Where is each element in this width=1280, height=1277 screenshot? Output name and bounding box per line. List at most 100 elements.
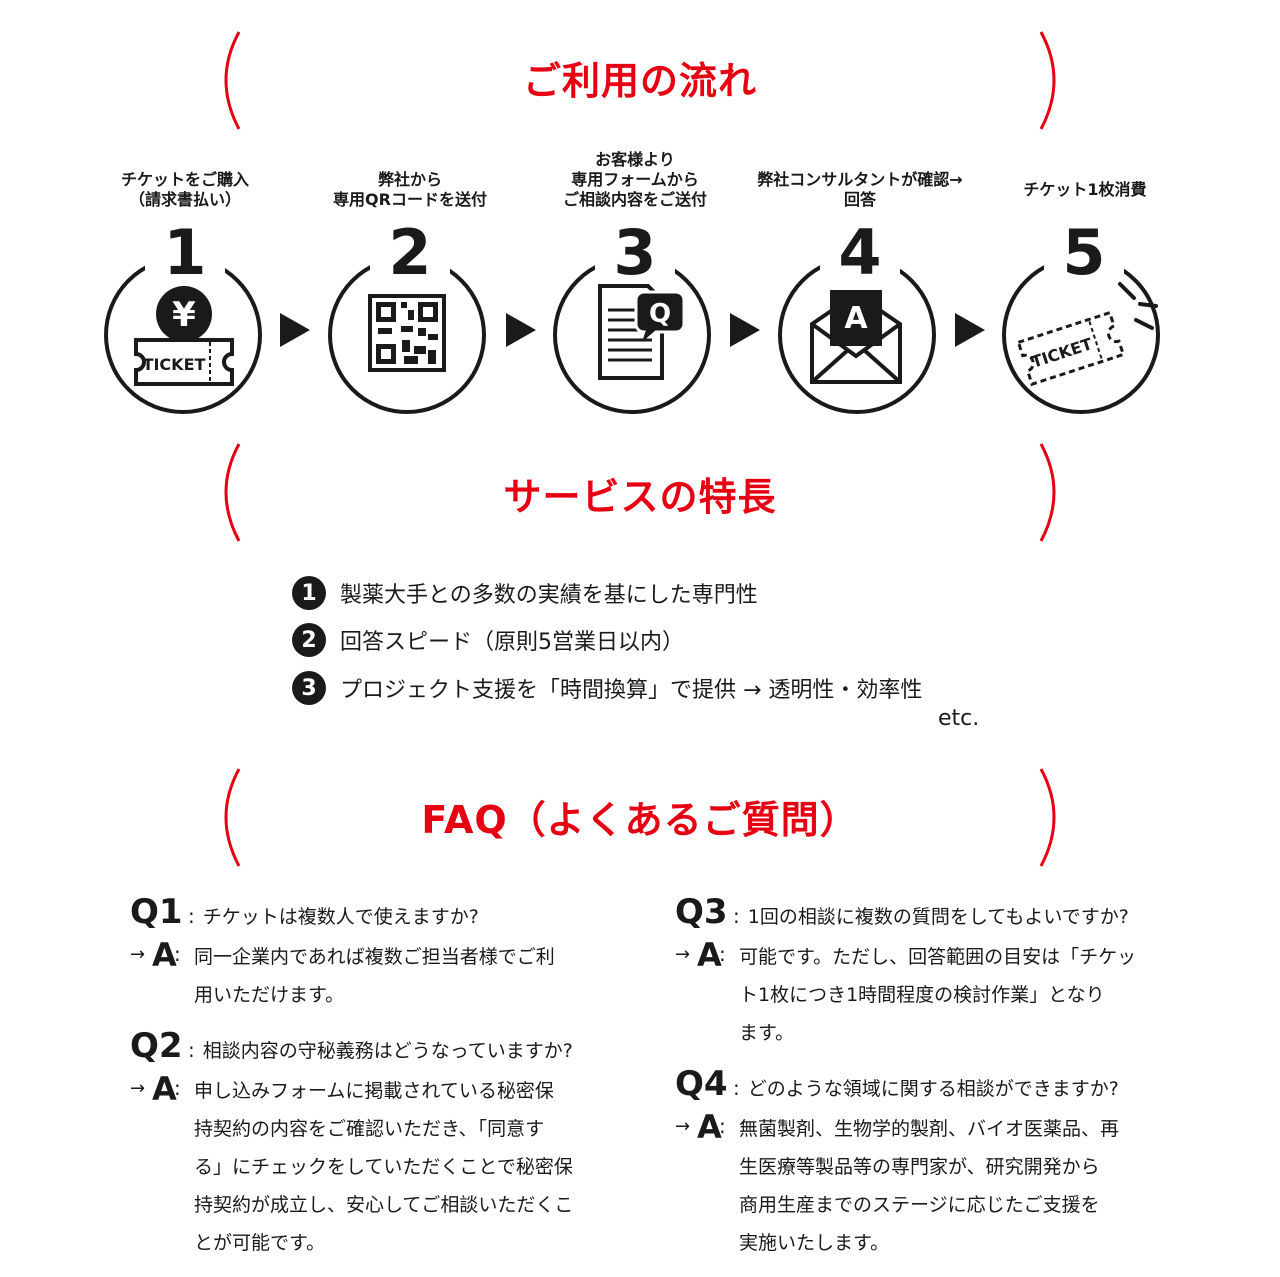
step-number: 3: [595, 222, 675, 284]
answer-label: A: [697, 1108, 722, 1146]
faq-left-column: Q1 : チケットは複数人で使えますか? → A : 同一企業内であれば複数ご担…: [130, 892, 630, 1262]
yen-symbol: ¥: [172, 295, 196, 335]
answer-label: A: [152, 1070, 177, 1108]
question-text: どのような領域に関する相談ができますか?: [747, 1078, 1119, 1100]
flow-arrow-icon: [506, 313, 536, 347]
feature-number-badge: 1: [292, 576, 326, 610]
answer-text: 無菌製剤、生物学的製剤、バイオ医薬品、再 生医療等製品等の専門家が、研究開発から…: [739, 1110, 1119, 1262]
step-label-line: 回答: [843, 190, 876, 209]
answer-text: 可能です。ただし、回答範囲の目安は「チケッ ト1枚につき1時間程度の検討作業」と…: [739, 938, 1136, 1052]
feature-text: 回答スピード（原則5営業日以内）: [340, 630, 684, 655]
faq-answer: → A : 申し込みフォームに掲載されている秘密保 持契約の内容をご確認いただき…: [130, 1072, 630, 1262]
right-bracket-icon: [1039, 31, 1056, 130]
right-bracket-icon: [1039, 768, 1056, 867]
question-number: Q4: [675, 1064, 728, 1104]
answer-line: 無菌製剤、生物学的製剤、バイオ医薬品、再: [739, 1118, 1120, 1140]
question-text: 1回の相談に複数の質問をしてもよいですか?: [747, 906, 1129, 928]
flow-arrow-icon: [280, 313, 310, 347]
question-text: チケットは複数人で使えますか?: [202, 906, 479, 928]
answer-text: 申し込みフォームに掲載されている秘密保 持契約の内容をご確認いただき、「同意す …: [194, 1072, 573, 1262]
answer-line: 申し込みフォームに掲載されている秘密保: [194, 1080, 554, 1102]
answer-label: A: [152, 936, 177, 974]
step-label-line: ご相談内容をご送付: [562, 190, 707, 209]
answer-arrow: →: [130, 944, 146, 965]
ticket-consumed-icon: TICKET: [1016, 282, 1158, 387]
faq-item: Q1 : チケットは複数人で使えますか? → A : 同一企業内であれば複数ご担…: [130, 892, 630, 1014]
faq-question: Q3 : 1回の相談に複数の質問をしてもよいですか?: [675, 892, 1195, 936]
qr-code-icon: [368, 294, 446, 372]
step-label-line: （請求書払い）: [128, 190, 241, 209]
faq-right-column: Q3 : 1回の相談に複数の質問をしてもよいですか? → A : 可能です。ただ…: [675, 892, 1195, 1262]
faq-question: Q2 : 相談内容の守秘義務はどうなっていますか?: [130, 1026, 630, 1070]
answer-line: 持契約の内容をご確認いただき、「同意す: [194, 1118, 545, 1140]
faq-item: Q4 : どのような領域に関する相談ができますか? → A : 無菌製剤、生物学…: [675, 1064, 1195, 1262]
question-text: 相談内容の守秘義務はどうなっていますか?: [202, 1040, 573, 1062]
faq-title: FAQ（よくあるご質問）: [421, 798, 859, 842]
flow-section-header: ご利用の流れ: [0, 28, 1280, 133]
feature-text: 製薬大手との多数の実績を基にした専門性: [340, 583, 758, 608]
answer-line: ます。: [739, 1022, 795, 1044]
step-label-line: チケットをご購入: [120, 170, 249, 189]
flow-arrow-icon: [730, 313, 760, 347]
faq-question: Q1 : チケットは複数人で使えますか?: [130, 892, 630, 936]
answer-colon: :: [719, 942, 726, 966]
step-label-line: お客様より: [595, 150, 675, 169]
faq-answer: → A : 同一企業内であれば複数ご担当者様でご利 用いただけます。: [130, 938, 630, 1014]
step-label: チケットをご購入 （請求書払い）: [70, 170, 300, 210]
step-label: 弊社から 専用QRコードを送付: [295, 170, 525, 210]
features-etc: etc.: [938, 706, 980, 731]
question-number: Q1: [130, 892, 183, 932]
flow-title: ご利用の流れ: [522, 59, 757, 103]
right-bracket-icon: [1039, 443, 1056, 542]
answer-arrow: →: [675, 1116, 691, 1137]
step-number: 1: [145, 222, 225, 284]
left-bracket-icon: [224, 443, 241, 542]
question-number: Q2: [130, 1026, 183, 1066]
step-label-line: 専用QRコードを送付: [333, 190, 487, 209]
answer-line: 持契約が成立し、安心してご相談いただくこ: [194, 1194, 574, 1216]
step-label-line: 弊社から: [377, 170, 442, 189]
envelope-answer-icon: A: [810, 290, 902, 384]
badge-a: A: [844, 301, 868, 336]
question-colon: :: [733, 1076, 740, 1100]
answer-line: 可能です。ただし、回答範囲の目安は「チケッ: [739, 946, 1137, 968]
answer-line: とが可能です。: [194, 1232, 326, 1254]
answer-line: 用いただけます。: [194, 984, 345, 1006]
faq-item: Q3 : 1回の相談に複数の質問をしてもよいですか? → A : 可能です。ただ…: [675, 892, 1195, 1052]
answer-line: 生医療等製品等の専門家が、研究開発から: [739, 1156, 1100, 1178]
features-title: サービスの特長: [503, 475, 777, 519]
step-label: 弊社コンサルタントが確認→ 回答: [745, 170, 975, 210]
feature-item: 3 プロジェクト支援を「時間換算」で提供 → 透明性・効率性: [292, 670, 922, 706]
answer-line: 実施いたします。: [739, 1232, 890, 1254]
flow-arrow-icon: [955, 313, 985, 347]
step-label-line: 弊社コンサルタントが確認→: [757, 170, 963, 189]
features-section-header: サービスの特長: [0, 440, 1280, 545]
answer-line: 同一企業内であれば複数ご担当者様でご利: [194, 946, 555, 968]
left-bracket-icon: [224, 768, 241, 867]
feature-number-badge: 2: [292, 623, 326, 657]
step-label-line: チケット1枚消費: [1023, 180, 1147, 199]
bubble-q: Q: [649, 299, 671, 329]
feature-number-badge: 3: [292, 671, 326, 705]
faq-answer: → A : 可能です。ただし、回答範囲の目安は「チケッ ト1枚につき1時間程度の…: [675, 938, 1195, 1052]
question-number: Q3: [675, 892, 728, 932]
step-label-line: 専用フォームから: [571, 170, 699, 189]
step-label: チケット1枚消費: [970, 180, 1200, 200]
answer-colon: :: [174, 942, 181, 966]
feature-item: 2 回答スピード（原則5営業日以内）: [292, 622, 684, 658]
faq-item: Q2 : 相談内容の守秘義務はどうなっていますか? → A : 申し込みフォーム…: [130, 1026, 630, 1262]
step-number: 5: [1044, 222, 1124, 284]
faq-section-header: FAQ（よくあるご質問）: [0, 765, 1280, 870]
answer-colon: :: [174, 1076, 181, 1100]
feature-item: 1 製薬大手との多数の実績を基にした専門性: [292, 575, 758, 611]
faq-answer: → A : 無菌製剤、生物学的製剤、バイオ医薬品、再 生医療等製品等の専門家が、…: [675, 1110, 1195, 1262]
answer-text: 同一企業内であれば複数ご担当者様でご利 用いただけます。: [194, 938, 555, 1014]
question-colon: :: [733, 904, 740, 928]
answer-arrow: →: [130, 1078, 146, 1099]
faq-question: Q4 : どのような領域に関する相談ができますか?: [675, 1064, 1195, 1108]
answer-line: ト1枚につき1時間程度の検討作業」となり: [739, 984, 1105, 1006]
ticket-text: TICKET: [143, 355, 206, 374]
ticket-yen-icon: ¥ TICKET: [134, 286, 234, 386]
answer-arrow: →: [675, 944, 691, 965]
step-label: お客様より 専用フォームから ご相談内容をご送付: [520, 150, 750, 210]
